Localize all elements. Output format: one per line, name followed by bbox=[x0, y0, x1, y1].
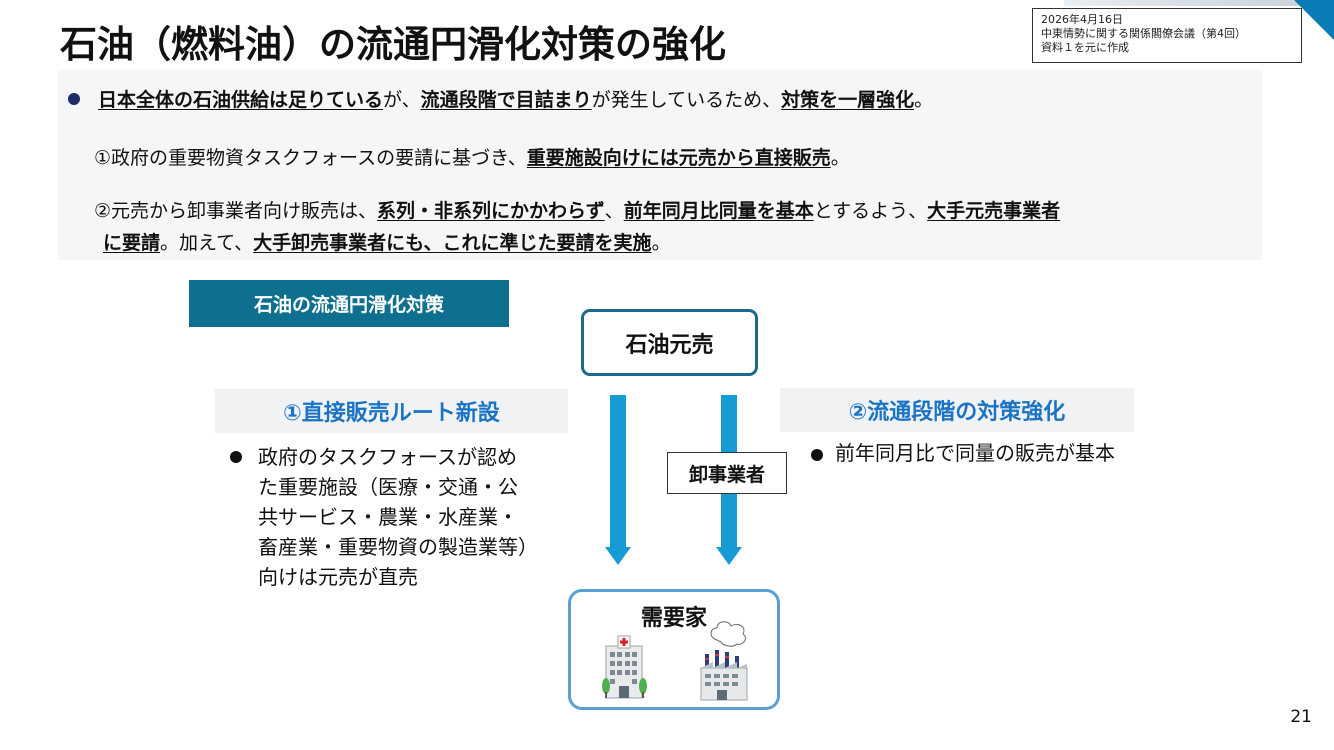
bullet-dot bbox=[230, 451, 242, 463]
text: 。 bbox=[830, 147, 850, 169]
text: 。 bbox=[651, 232, 671, 254]
text: が発生しているため、 bbox=[591, 89, 782, 111]
consumer-label: 需要家 bbox=[640, 606, 707, 631]
oil-refiner-box: 石油元売 bbox=[581, 309, 758, 376]
bullet-dot bbox=[811, 449, 823, 461]
emphasis-direct-sales: 重要施設向けには元売から直接販売 bbox=[526, 147, 831, 169]
emphasis-major-refiners: 大手元売事業者 bbox=[927, 200, 1061, 222]
distribution-heading: ②流通段階の対策強化 bbox=[780, 388, 1134, 432]
emphasis-wholesalers: 大手卸売事業者にも、これに準じた要請を実施 bbox=[253, 232, 652, 254]
page-number: 21 bbox=[1290, 707, 1312, 727]
direct-sales-heading: ①直接販売ルート新設 bbox=[215, 389, 568, 433]
summary-line-1: 日本全体の石油供給は足りているが、流通段階で目詰まりが発生しているため、対策を一… bbox=[98, 85, 933, 112]
direct-arrow bbox=[605, 395, 631, 565]
source-ref: 資料１を元に作成 bbox=[1041, 41, 1129, 54]
source-meeting: 中東情勢に関する関係閣僚会議（第4回） bbox=[1041, 27, 1246, 40]
factory-icon bbox=[700, 621, 748, 701]
distribution-text: 前年同月比で同量の販売が基本 bbox=[835, 441, 1115, 465]
text: とするよう、 bbox=[813, 200, 928, 222]
summary-line-2: ①政府の重要物資タスクフォースの要請に基づき、重要施設向けには元売から直接販売。 bbox=[94, 143, 850, 170]
summary-line-4: に要請。加えて、大手卸売事業者にも、これに準じた要請を実施。 bbox=[103, 228, 671, 255]
text: 。 bbox=[914, 89, 934, 111]
emphasis-same-volume: 前年同月比同量を基本 bbox=[623, 200, 814, 222]
source-note: 2026年4月16日 中東情勢に関する関係閣僚会議（第4回） 資料１を元に作成 bbox=[1032, 8, 1302, 63]
direct-sales-bullet: 政府のタスクフォースが認めた重要施設（医療・交通・公共サービス・農業・水産業・畜… bbox=[230, 442, 530, 592]
emphasis-clog: 流通段階で目詰まり bbox=[420, 89, 592, 111]
summary-bullet bbox=[68, 93, 80, 105]
emphasis-supply-sufficient: 日本全体の石油供給は足りている bbox=[98, 89, 384, 111]
page-title: 石油（燃料油）の流通円滑化対策の強化 bbox=[60, 23, 726, 66]
text: が、 bbox=[383, 89, 421, 111]
distribution-bullet: 前年同月比で同量の販売が基本 bbox=[811, 440, 1131, 466]
text: ①政府の重要物資タスクフォースの要請に基づき、 bbox=[94, 147, 527, 169]
hospital-icon bbox=[602, 635, 647, 699]
emphasis-affiliation: 系列・非系列にかかわらず bbox=[377, 200, 605, 222]
text: 。加えて、 bbox=[160, 232, 254, 254]
summary-line-3: ②元売から卸事業者向け販売は、系列・非系列にかかわらず、前年同月比同量を基本とす… bbox=[94, 196, 1060, 223]
text: 、 bbox=[604, 200, 624, 222]
source-date: 2026年4月16日 bbox=[1041, 13, 1123, 26]
text: ②元売から卸事業者向け販売は、 bbox=[94, 200, 378, 222]
summary-panel: 日本全体の石油供給は足りているが、流通段階で目詰まりが発生しているため、対策を一… bbox=[58, 70, 1262, 260]
measures-tag: 石油の流通円滑化対策 bbox=[189, 280, 509, 327]
consumer-box: 需要家 bbox=[568, 589, 780, 710]
emphasis-request: に要請 bbox=[103, 232, 161, 254]
header-accent-bar bbox=[1064, 0, 1304, 6]
emphasis-strengthen: 対策を一層強化 bbox=[781, 89, 915, 111]
wholesaler-box: 卸事業者 bbox=[667, 452, 787, 494]
direct-sales-text: 政府のタスクフォースが認めた重要施設（医療・交通・公共サービス・農業・水産業・畜… bbox=[258, 445, 528, 589]
